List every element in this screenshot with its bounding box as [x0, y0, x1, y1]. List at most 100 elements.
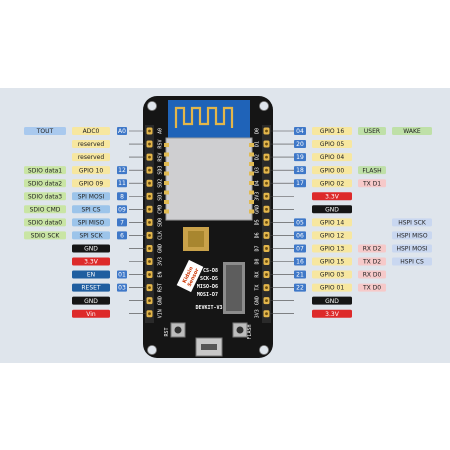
right-pin-number: 17: [296, 180, 304, 187]
right-function-tag: [358, 127, 386, 135]
module-pad: [164, 143, 169, 147]
left-pin-number: 11: [118, 180, 126, 187]
silkscreen-label: SCK-D5: [200, 276, 218, 282]
right-pin-number-tag: [294, 127, 306, 135]
module-pad: [164, 171, 169, 176]
header-hole: [148, 299, 151, 303]
model-label: DEVKIT-V3: [195, 305, 222, 311]
right-extra-label: HSPI SCK: [398, 219, 427, 226]
left-pin-label: SPI MISO: [78, 219, 105, 226]
left-function-tag: [24, 192, 66, 201]
right-pin-number-tag: [294, 244, 306, 253]
antenna-trace: [174, 106, 234, 128]
header-hole: [148, 312, 151, 316]
left-function-tag: [24, 218, 66, 227]
right-pin-number: 22: [296, 285, 304, 292]
right-pin-tag: [312, 270, 352, 279]
module-pad: [249, 181, 254, 185]
right-pin-number-tag: [294, 231, 306, 240]
silkscreen-label: CS-D8: [203, 268, 218, 274]
left-pin-label: 3.3V: [84, 259, 99, 266]
right-pin-number-tag: [294, 270, 306, 279]
right-silk-label: RX: [255, 272, 261, 278]
left-pin-label: EN: [87, 272, 95, 279]
left-silk-label: RST: [158, 283, 164, 292]
left-silk-label: CMD: [158, 205, 164, 214]
module-pad: [164, 181, 169, 185]
header-hole: [148, 273, 151, 276]
right-pin-number: 05: [296, 219, 304, 226]
right-pin-label: GPIO 03: [320, 272, 344, 279]
header-hole: [148, 142, 151, 146]
header-hole: [148, 260, 151, 263]
module-shield: [165, 137, 253, 221]
left-pin-number: A0: [118, 128, 126, 135]
left-pin-number: 01: [118, 272, 126, 279]
header-hole: [265, 299, 268, 303]
right-pin-tag: [312, 140, 352, 149]
right-pin-number-tag: [294, 257, 306, 266]
mounting-hole: [147, 345, 157, 355]
header-hole: [148, 194, 151, 198]
left-pin-label: GND: [84, 246, 98, 253]
left-silk-label: VIN: [158, 309, 164, 318]
right-silk-label: 3V3: [255, 309, 261, 318]
left-silk-label: GND: [158, 296, 164, 305]
right-pin-label: GPIO 13: [320, 246, 344, 253]
left-pin-number-tag: [117, 270, 127, 279]
right-pin-tag: [312, 179, 352, 188]
left-pin-tag: [72, 127, 110, 135]
left-pin-number: 6: [120, 232, 124, 239]
header-hole: [265, 312, 268, 316]
left-pin-number: 7: [120, 219, 124, 226]
right-pin-number-tag: [294, 218, 306, 227]
right-silk-label: D4: [255, 180, 261, 186]
right-pin-tag: [312, 257, 352, 266]
left-pin-label: reserved: [78, 141, 105, 148]
right-pin-label: GND: [325, 206, 339, 213]
left-function-label: SDIO SCK: [31, 233, 61, 240]
header-hole: [265, 247, 268, 250]
right-pin-label: GPIO 02: [320, 180, 344, 187]
right-extra-label: WAKE: [403, 128, 421, 135]
left-pin-tag: [72, 192, 110, 201]
right-function-tag: [358, 283, 386, 292]
left-silk-label: GND: [158, 244, 164, 253]
right-pin-number: 04: [296, 128, 304, 135]
header-hole: [265, 194, 268, 198]
left-pin-tag: [72, 179, 110, 188]
right-pin-tag: [312, 231, 352, 240]
right-pin-tag: [312, 192, 352, 201]
right-extra-tag: [392, 218, 432, 227]
module-pad: [164, 152, 169, 157]
left-pin-number: 8: [120, 193, 124, 200]
left-pin-label: reserved: [78, 154, 105, 161]
left-function-tag: [24, 231, 66, 240]
header-hole: [265, 234, 268, 237]
right-silk-label: D5: [255, 219, 261, 225]
module-pad: [164, 190, 169, 195]
left-pin-tag: [72, 257, 110, 266]
right-pin-label: GPIO 16: [320, 128, 344, 135]
header-hole: [148, 129, 151, 133]
right-silk-label: D1: [255, 141, 261, 147]
right-extra-label: HSPI MISO: [396, 233, 427, 240]
header-hole: [265, 286, 268, 289]
left-function-label: SDIO data1: [28, 167, 62, 174]
right-function-tag: [358, 270, 386, 279]
header-hole: [148, 155, 151, 159]
right-extra-tag: [392, 244, 432, 253]
right-silk-label: 3V3: [255, 192, 261, 201]
right-pin-number-tag: [294, 153, 306, 162]
left-silk-label: 3V3: [158, 257, 164, 266]
right-pin-number: 21: [296, 272, 304, 279]
left-pin-tag: [72, 231, 110, 240]
right-pin-tag: [312, 205, 352, 214]
right-extra-tag: [392, 257, 432, 266]
left-pin-label: SPI CS: [81, 206, 100, 213]
right-function-tag: [358, 257, 386, 266]
left-silk-label: SD0: [158, 218, 164, 227]
mounting-hole: [147, 101, 157, 111]
right-function-tag: [358, 166, 386, 175]
